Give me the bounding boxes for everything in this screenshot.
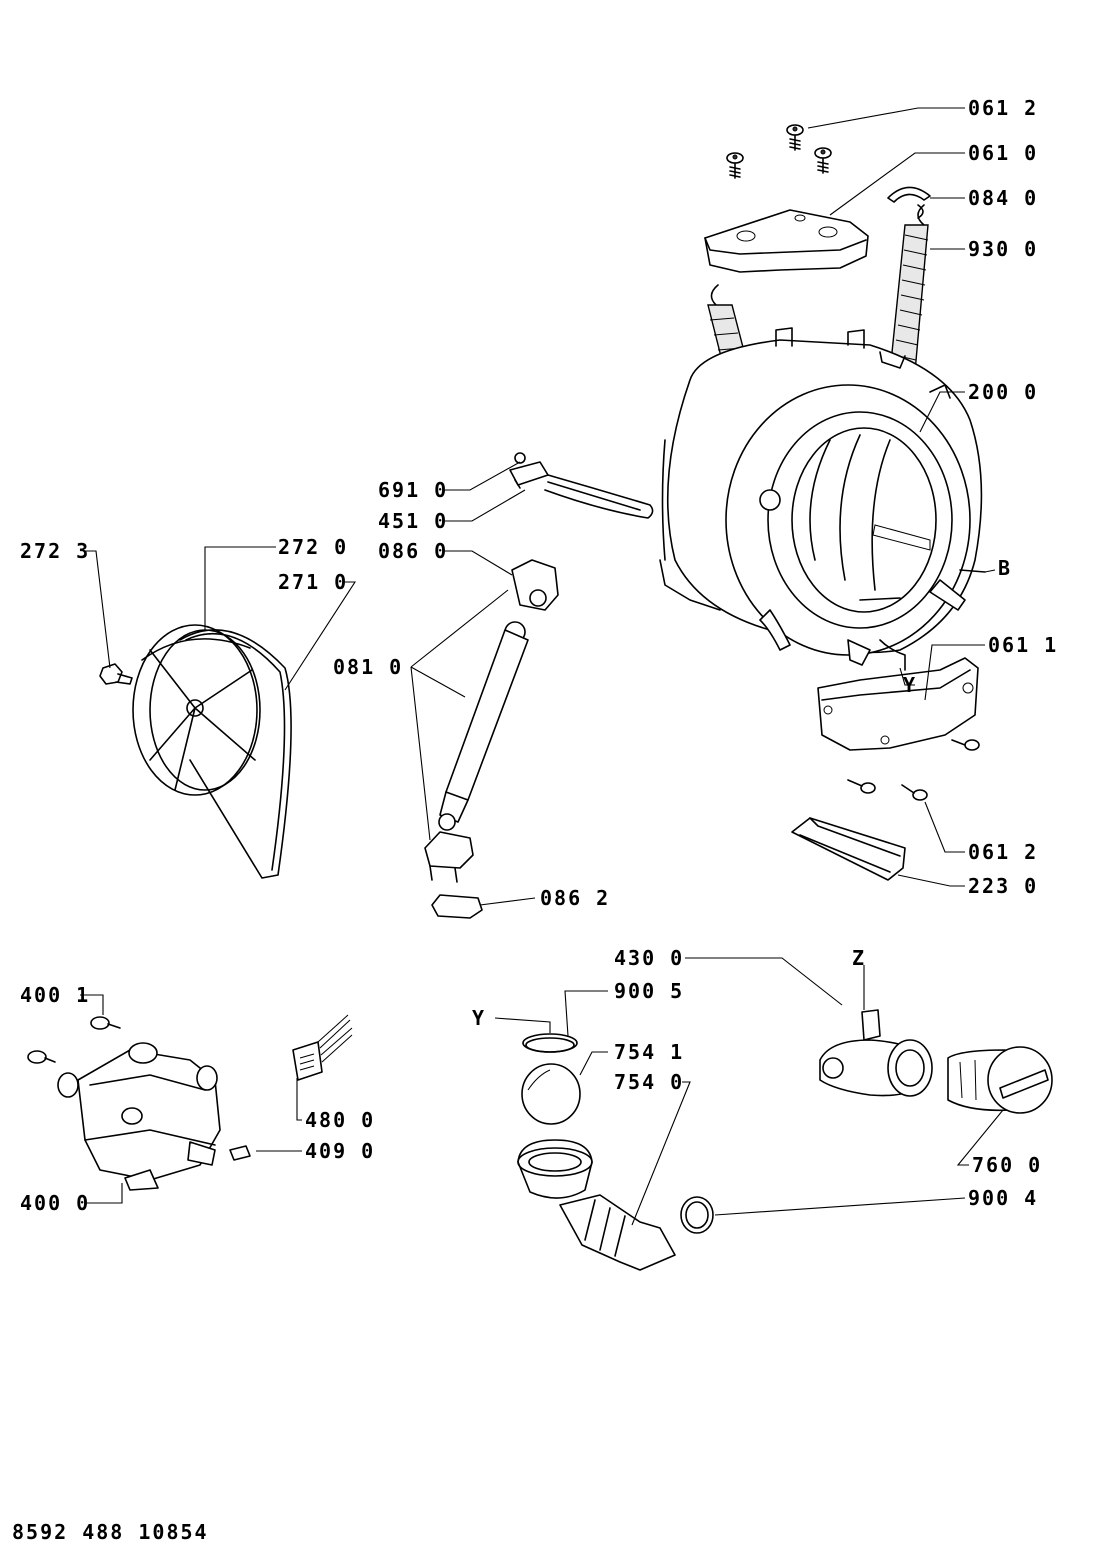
part-label-061-0: 061 0 [968, 141, 1039, 165]
drain-pump-part [819, 1009, 933, 1097]
part-label-451-0: 451 0 [378, 509, 449, 533]
part-label-272-3: 272 3 [20, 539, 91, 563]
part-label-B: B [998, 556, 1013, 580]
part-label-086-0: 086 0 [378, 539, 449, 563]
drum-lifter-part [791, 817, 906, 881]
connector-part [292, 1014, 353, 1081]
ball-valve-part [521, 1063, 581, 1125]
motor-part [57, 1042, 221, 1191]
bolt-icon [99, 663, 133, 685]
part-label-400-1: 400 1 [20, 983, 91, 1007]
part-label-409-0: 409 0 [305, 1139, 376, 1163]
spring-part [889, 204, 929, 373]
part-label-084-0: 084 0 [968, 186, 1039, 210]
belt-part [179, 628, 292, 879]
part-label-Z: Z [852, 946, 867, 970]
part-label-223-0: 223 0 [968, 874, 1039, 898]
shock-absorber-part [424, 559, 559, 919]
screw-icon [786, 124, 804, 151]
pump-filter-part [947, 1046, 1053, 1114]
tub-part [659, 327, 986, 671]
part-label-271-0: 271 0 [278, 570, 349, 594]
part-label-900-5: 900 5 [614, 979, 685, 1003]
leader-lines [80, 107, 1004, 1226]
part-label-272-0: 272 0 [278, 535, 349, 559]
part-label-930-0: 930 0 [968, 237, 1039, 261]
heater-part [509, 452, 654, 519]
brush-part [229, 1145, 251, 1161]
sump-hose-part [517, 1139, 676, 1271]
document-number: 8592 488 10854 [12, 1520, 209, 1544]
part-label-480-0: 480 0 [305, 1108, 376, 1132]
part-label-691-0: 691 0 [378, 478, 449, 502]
bolt-icon [27, 1050, 56, 1064]
part-label-760-0: 760 0 [972, 1153, 1043, 1177]
hose-clamp-part [680, 1196, 714, 1234]
part-label-061-2-bottom: 061 2 [968, 840, 1039, 864]
part-label-061-2-top: 061 2 [968, 96, 1039, 120]
part-label-900-4: 900 4 [968, 1186, 1039, 1210]
part-label-400-0: 400 0 [20, 1191, 91, 1215]
clip-part [887, 186, 931, 203]
pulley-part [132, 624, 261, 796]
part-label-754-1: 754 1 [614, 1040, 685, 1064]
part-label-061-1: 061 1 [988, 633, 1059, 657]
part-label-086-2: 086 2 [540, 886, 611, 910]
screw-icon [726, 152, 744, 179]
part-label-430-0: 430 0 [614, 946, 685, 970]
screw-icon [901, 784, 928, 801]
part-label-200-0: 200 0 [968, 380, 1039, 404]
part-label-Y-tub: Y [903, 673, 918, 697]
part-label-754-0: 754 0 [614, 1070, 685, 1094]
screw-icon [814, 147, 832, 174]
top-counterweight-part [704, 209, 869, 273]
part-label-081-0: 081 0 [333, 655, 404, 679]
part-label-Y-ring: Y [472, 1006, 487, 1030]
lower-counterweight-part [817, 657, 979, 751]
screw-icon [847, 779, 876, 794]
screw-icon [951, 739, 980, 751]
bolt-icon [90, 1016, 121, 1030]
